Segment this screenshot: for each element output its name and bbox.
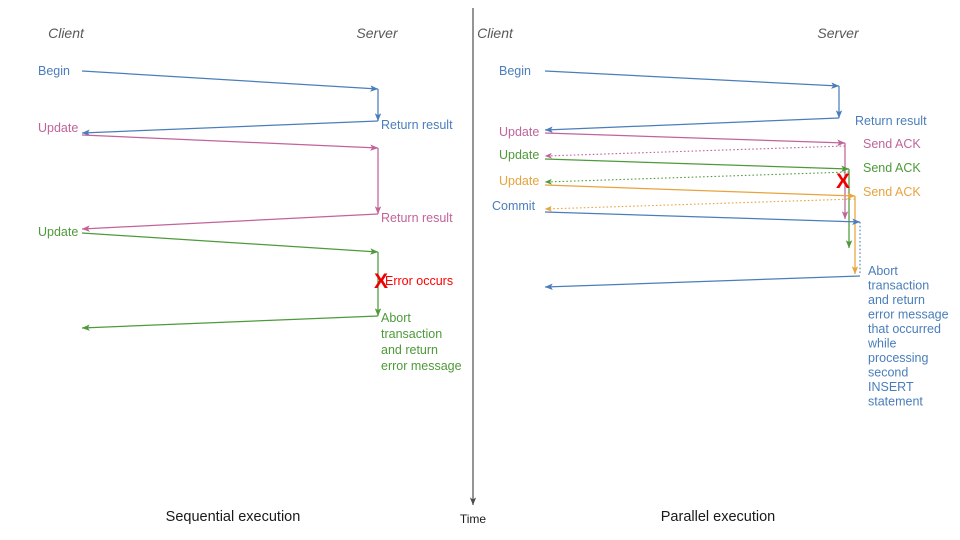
client-message-label: Update (38, 225, 78, 239)
lifeline-header-server: Server (356, 25, 399, 41)
message-arrow (544, 184, 856, 199)
message-arrow (544, 70, 840, 89)
message-arrow (81, 213, 379, 232)
message-arrow (81, 70, 379, 92)
message-arrow (81, 120, 379, 136)
server-message-label: Return result (381, 118, 453, 132)
server-message-label: Return result (855, 114, 927, 128)
client-message-label: Update (499, 148, 539, 162)
message-arrow (544, 275, 861, 290)
server-message-label: Send ACK (863, 137, 921, 151)
error-x-icon: X (836, 170, 850, 193)
client-message-label: Update (38, 121, 78, 135)
error-x-icon: X (374, 270, 388, 293)
server-message-label: Return result (381, 211, 453, 225)
message-arrow (544, 145, 846, 159)
server-message-label: Send ACK (863, 161, 921, 175)
message-arrow (81, 134, 379, 151)
message-arrow (544, 158, 850, 172)
message-arrow (81, 315, 379, 331)
client-message-label: Update (499, 174, 539, 188)
lifeline-header-client: Client (477, 25, 514, 41)
time-axis-label: Time (460, 512, 487, 526)
client-message-label: Begin (38, 64, 70, 78)
client-message-label: Begin (499, 64, 531, 78)
panel-caption: Sequential execution (166, 509, 301, 525)
server-message-label: Send ACK (863, 185, 921, 199)
message-arrow (544, 117, 840, 133)
message-arrow (544, 211, 861, 226)
panel-caption: Parallel execution (661, 509, 775, 525)
message-arrow (81, 232, 379, 255)
lifeline-header-client: Client (48, 25, 85, 41)
message-arrow (544, 171, 850, 185)
server-message-label: Error occurs (385, 274, 453, 288)
lifeline-header-server: Server (817, 25, 860, 41)
message-arrow (544, 198, 856, 212)
client-message-label: Commit (492, 199, 536, 213)
client-message-label: Update (499, 125, 539, 139)
message-arrow (544, 132, 846, 146)
